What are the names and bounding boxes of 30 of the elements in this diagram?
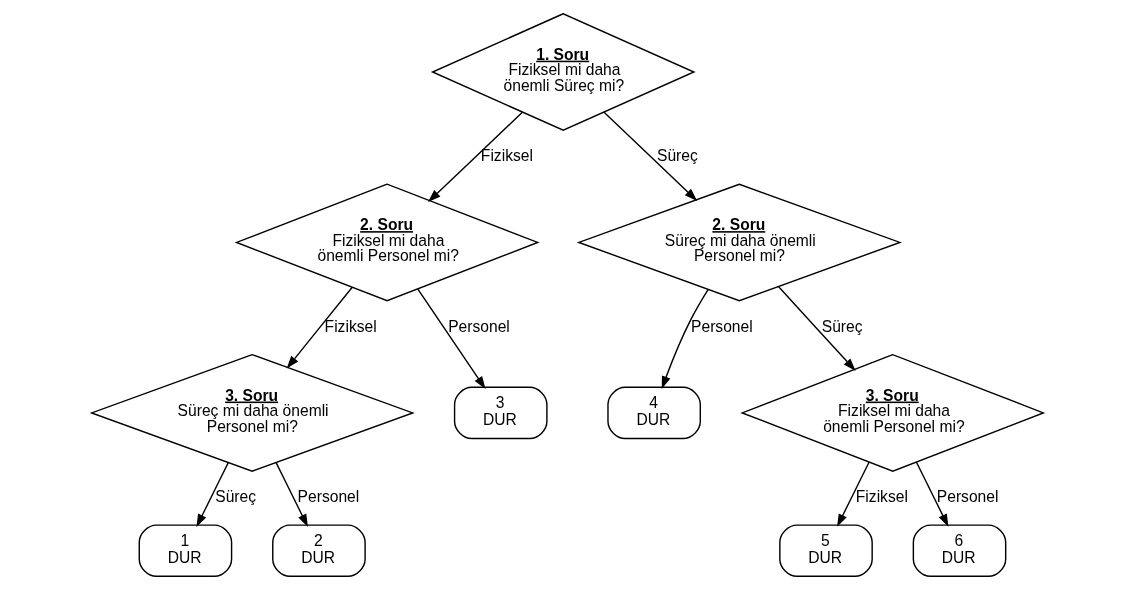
arrow [915,461,949,527]
edge-label: Fiziksel [480,147,533,165]
arrow [603,111,698,201]
edge-label: Personel [297,488,360,506]
edge-label: Fiziksel [324,317,377,335]
arrow [837,461,870,527]
node-diamond: 3. Soru Fiziksel mi daha önemli Personel mi? [740,353,1046,472]
arrow [777,285,856,371]
arrow [275,461,308,527]
node-box: 5 DUR [779,524,873,577]
node-diamond: 2. Soru Süreç mi daha önemli Personel mi? [576,183,902,302]
edge-label: Süreç [656,147,698,165]
node-diamond: 2. Soru Fiziksel mi daha önemli Personel mi? [234,183,540,302]
edge-label: Süreç [821,317,863,335]
edge-label: Personel [691,317,753,335]
node-box: 3 DUR [453,386,548,440]
node-box: 1 DUR [138,524,233,577]
edge-label: Personel [936,488,999,506]
arrow [428,111,524,203]
node-box: 4 DUR [607,386,701,440]
arrow [417,288,486,390]
node-box: 2 DUR [272,524,366,577]
arrow [661,288,709,389]
edge-label: Süreç [215,488,257,506]
arrow [196,461,229,527]
edge-label: Fiziksel [855,488,908,506]
node-box: 6 DUR [912,524,1007,577]
arrow [286,286,353,369]
node-diamond: 1. Soru Fiziksel mi daha önemli Süreç mi? [430,13,696,131]
edge-label: Personel [448,317,510,335]
